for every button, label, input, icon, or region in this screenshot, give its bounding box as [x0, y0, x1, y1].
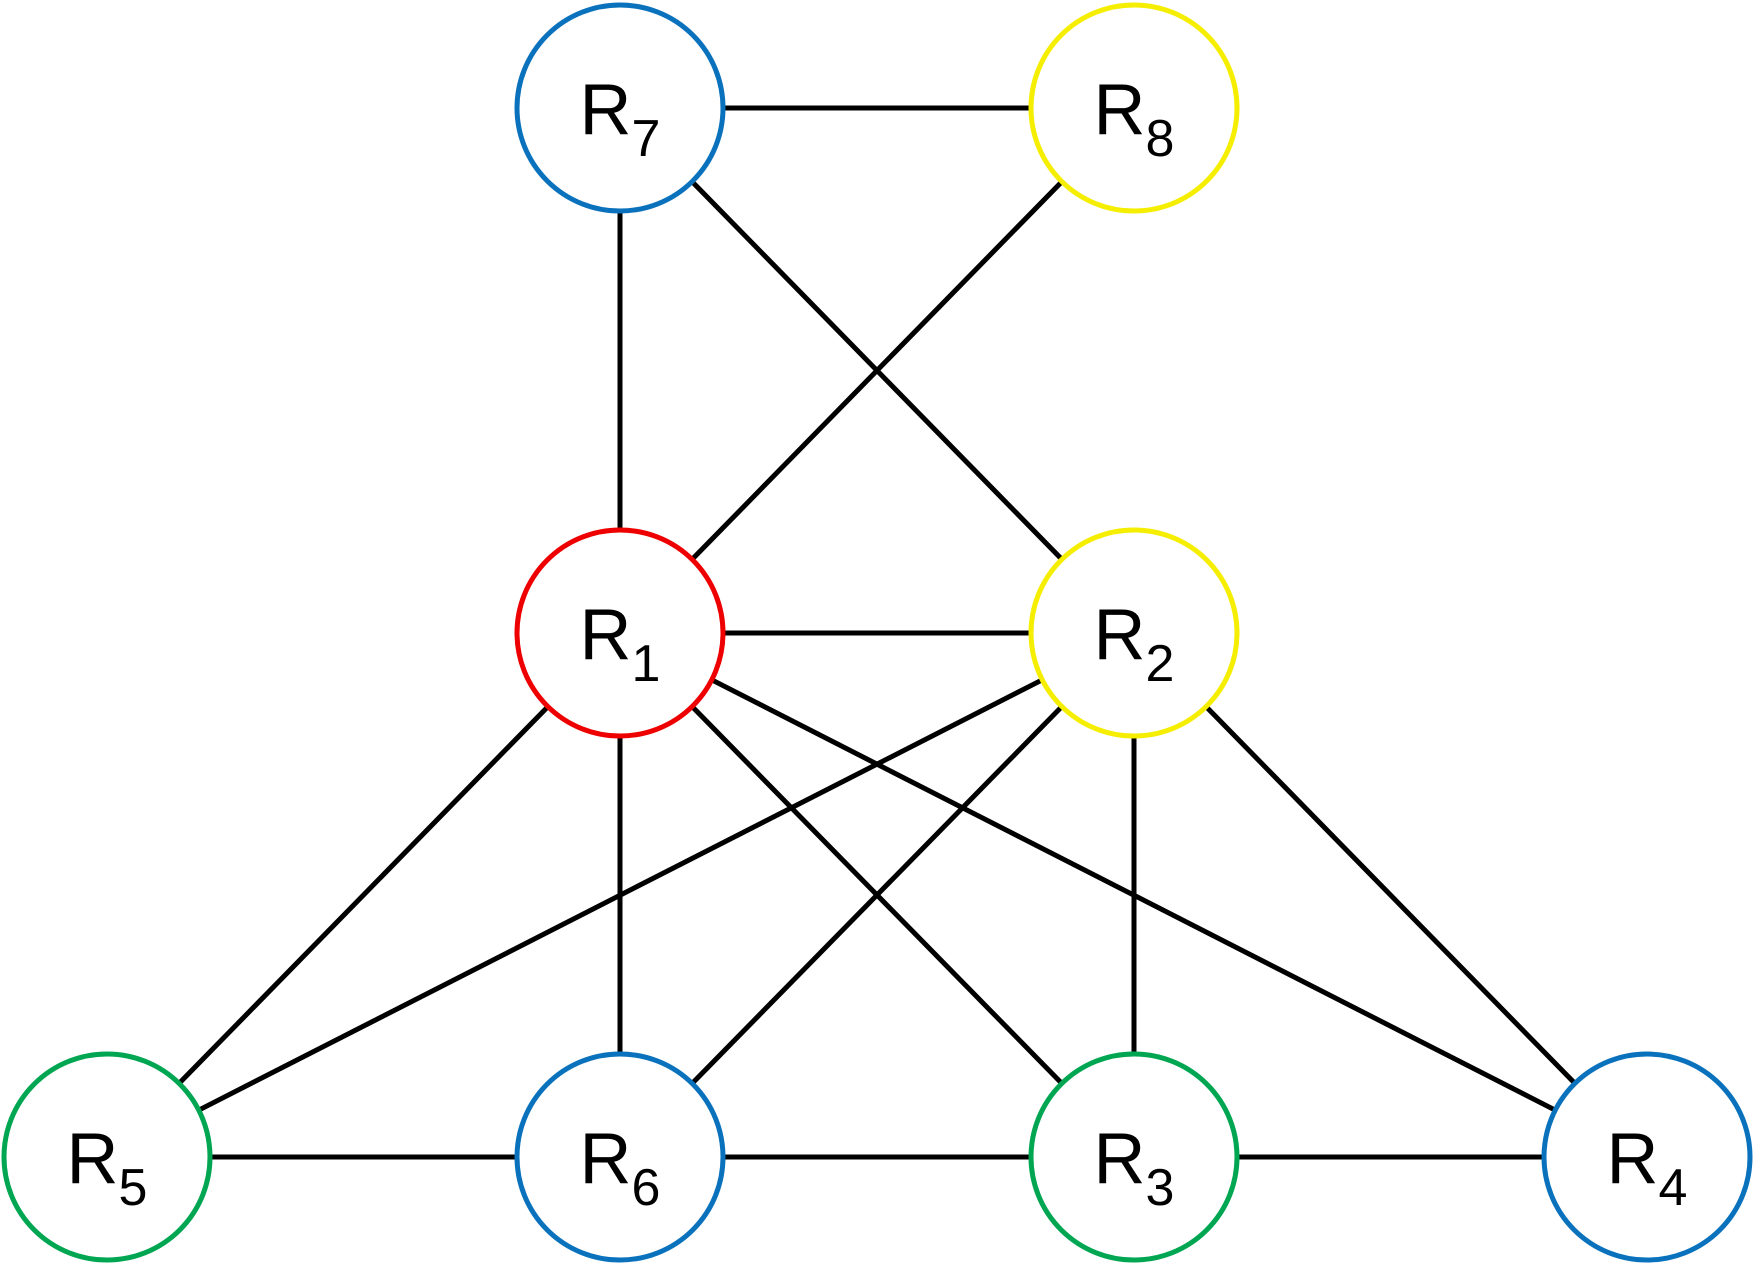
node-letter: R — [1094, 1119, 1146, 1199]
edge-r8-r1 — [690, 179, 1064, 562]
node-subscript: 3 — [1146, 1159, 1175, 1217]
node-subscript: 5 — [119, 1159, 148, 1217]
edge-r1-r5 — [177, 704, 550, 1086]
node-r6: R6 — [514, 1051, 726, 1263]
node-r1: R1 — [514, 527, 726, 739]
edges-layer — [177, 105, 1577, 1160]
node-letter: R — [580, 70, 632, 150]
node-subscript: 7 — [632, 110, 661, 168]
node-subscript: 4 — [1659, 1159, 1688, 1217]
node-label-r8: R8 — [1094, 70, 1175, 168]
node-circle-r3 — [1028, 1051, 1240, 1263]
node-letter: R — [1094, 595, 1146, 675]
node-label-r7: R7 — [580, 70, 661, 168]
node-label-r1: R1 — [580, 595, 661, 693]
node-r5: R5 — [1, 1051, 213, 1263]
node-circle-r6 — [514, 1051, 726, 1263]
node-circle-r4 — [1541, 1051, 1753, 1263]
node-letter: R — [1607, 1119, 1659, 1199]
node-subscript: 8 — [1146, 110, 1175, 168]
node-label-r4: R4 — [1607, 1119, 1688, 1217]
node-subscript: 1 — [632, 635, 661, 693]
node-circle-r2 — [1028, 527, 1240, 739]
node-circle-r8 — [1028, 2, 1240, 214]
node-label-r3: R3 — [1094, 1119, 1175, 1217]
node-label-r6: R6 — [580, 1119, 661, 1217]
node-label-r5: R5 — [67, 1119, 148, 1217]
node-circle-r5 — [1, 1051, 213, 1263]
node-subscript: 6 — [632, 1159, 661, 1217]
node-subscript: 2 — [1146, 635, 1175, 693]
edge-r2-r6 — [690, 704, 1064, 1086]
node-r2: R2 — [1028, 527, 1240, 739]
node-label-r2: R2 — [1094, 595, 1175, 693]
node-circle-r7 — [514, 2, 726, 214]
node-letter: R — [67, 1119, 119, 1199]
node-r7: R7 — [514, 2, 726, 214]
node-r4: R4 — [1541, 1051, 1753, 1263]
node-circle-r1 — [514, 527, 726, 739]
edge-r2-r5 — [197, 677, 1044, 1113]
node-r3: R3 — [1028, 1051, 1240, 1263]
node-letter: R — [580, 595, 632, 675]
edge-r2-r4 — [1204, 704, 1577, 1086]
node-letter: R — [580, 1119, 632, 1199]
node-letter: R — [1094, 70, 1146, 150]
node-r8: R8 — [1028, 2, 1240, 214]
